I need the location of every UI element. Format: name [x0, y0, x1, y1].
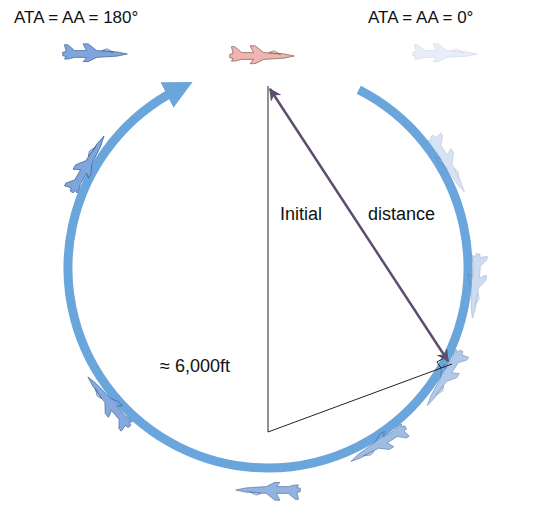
aircraft-icon [236, 482, 301, 500]
angle-label: ATA = AA = 180° [14, 8, 138, 28]
radius-line [268, 364, 452, 432]
aircraft-icon [80, 372, 135, 433]
aircraft-icon [425, 131, 473, 196]
distance-label: distance [368, 204, 435, 225]
angle-label: ATA = AA = 0° [368, 8, 473, 28]
distance-label: Initial [280, 204, 322, 225]
aircraft-icon [63, 44, 128, 62]
aircraft-group [63, 44, 488, 500]
aircraft-icon [230, 46, 295, 64]
aircraft-icon [63, 131, 111, 196]
aircraft-icon [347, 421, 411, 470]
aircraft-icon [465, 253, 488, 319]
distance-arrow [270, 89, 448, 361]
right-angle-mark [437, 358, 444, 368]
radius-label: ≈ 6,000ft [160, 356, 230, 377]
radius-line [268, 86, 269, 432]
aircraft-icon [413, 44, 478, 62]
